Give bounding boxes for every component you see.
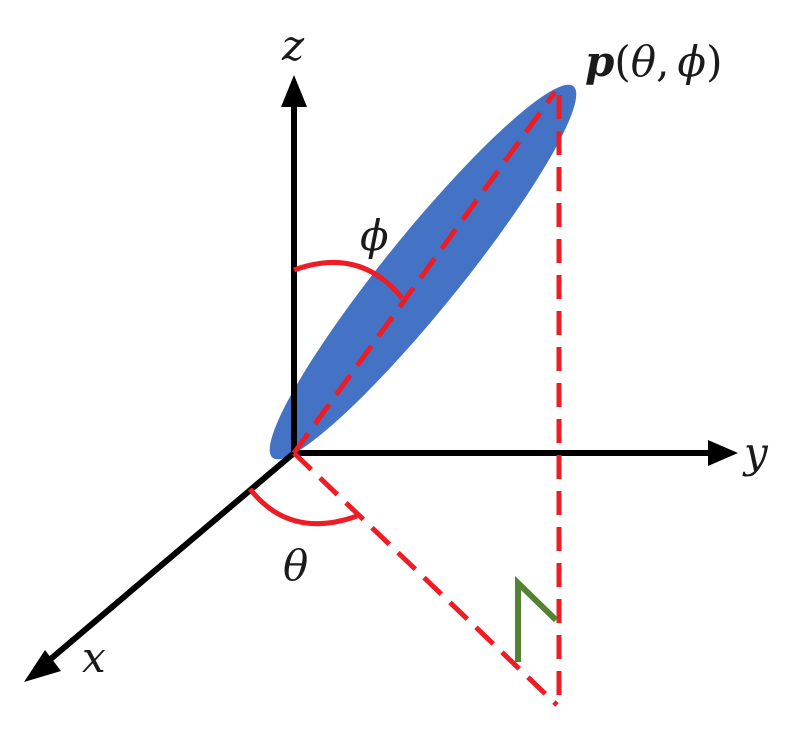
point-label: p(θ,ϕ) [585,37,722,86]
right-angle-marker [515,575,559,662]
x-axis-arrowhead [24,650,61,682]
floor-projection-line [292,451,559,707]
phi-angle-arc [293,259,404,300]
z-axis-arrowhead [281,75,307,107]
theta-angle-label: θ [283,541,308,590]
z-axis-label: z [281,21,305,70]
point-open-paren: ( [614,37,630,86]
point-separator: , [656,37,669,86]
x-axis-label: x [82,633,106,682]
point-arg-theta: θ [631,37,656,86]
point-close-paren: ) [706,37,722,86]
y-axis-arrowhead [708,440,738,466]
phi-angle-label: ϕ [360,211,389,260]
point-arg-phi: ϕ [677,37,706,86]
p-vector-line [291,90,558,455]
x-axis [38,450,296,671]
point-symbol: p [585,37,614,86]
y-axis-label: y [742,428,769,477]
theta-angle-arc [248,487,358,527]
